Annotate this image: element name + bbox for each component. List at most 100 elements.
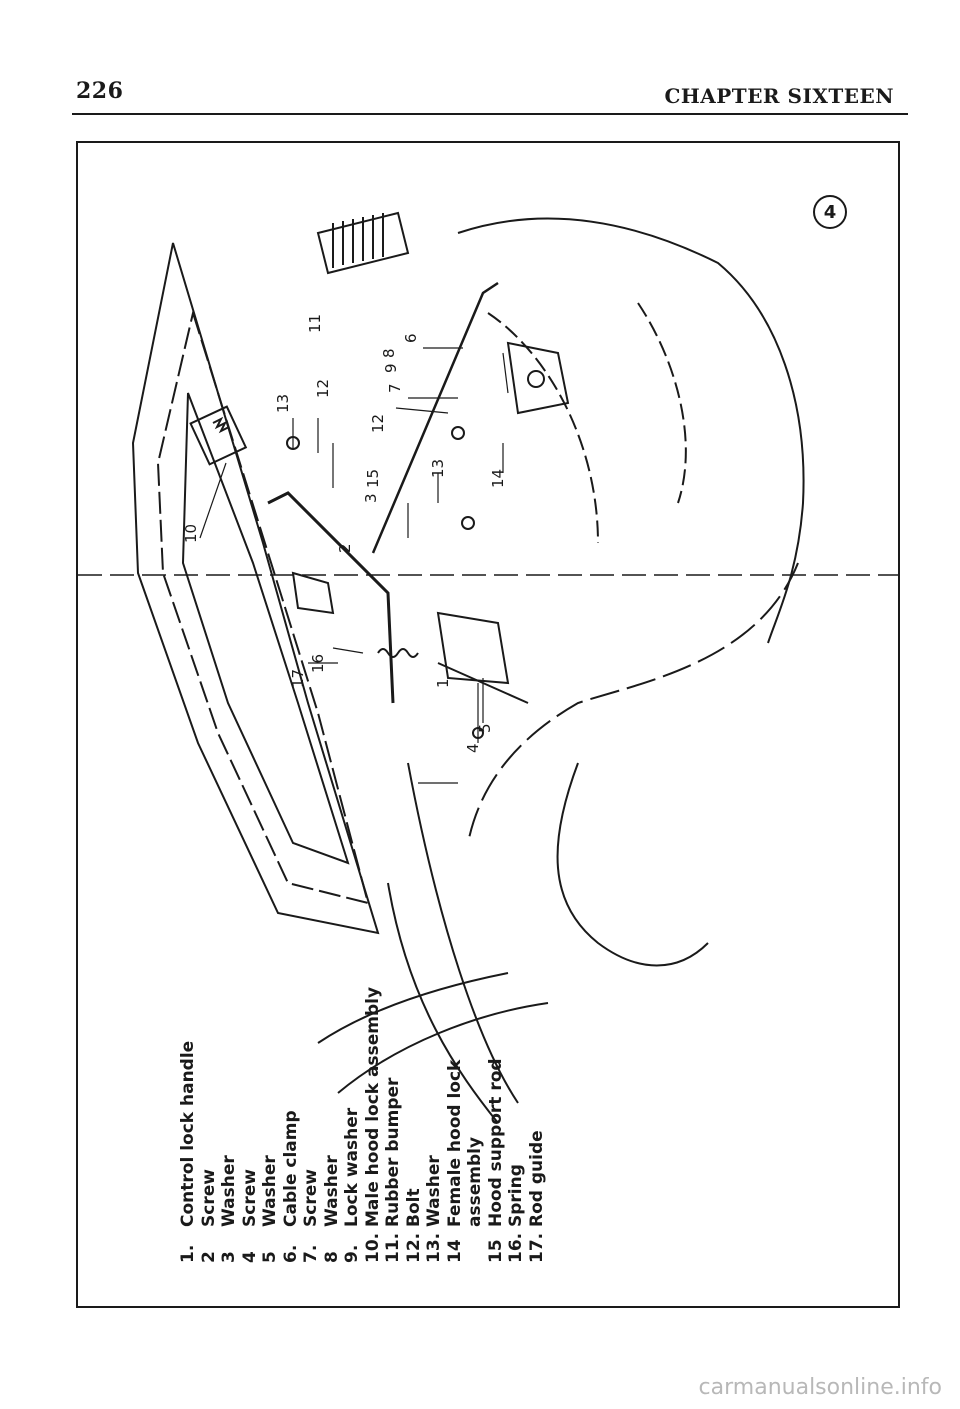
callout-number: 3	[362, 493, 380, 503]
legend-item-label: Washer	[260, 1155, 280, 1227]
legend-item-label: Screw	[198, 1169, 219, 1227]
legend-item: 8 Washer	[322, 663, 343, 1263]
legend-item-number: 17.	[526, 1232, 547, 1263]
legend-item-label: Control lock handle	[178, 1040, 198, 1227]
bolt-head-3	[461, 516, 475, 530]
callout-number: 11	[306, 314, 324, 333]
body-line-1	[387, 882, 499, 1124]
legend-item: 5 Washer	[260, 663, 281, 1263]
control-handle-grip	[332, 213, 384, 268]
legend-item-number: 2	[198, 1251, 219, 1263]
fender-curve	[467, 562, 799, 844]
legend-item-label: Washer	[219, 1155, 239, 1227]
legend-item-number: 6.	[280, 1244, 301, 1263]
cowl-line	[487, 312, 599, 544]
legend-item-label: Male hood lock assembly	[362, 986, 383, 1227]
watermark: carmanualsonline.info	[698, 1375, 942, 1400]
legend-item-label: Female hood lock	[444, 1059, 465, 1227]
legend-item: 11. Rubber bumper	[383, 663, 404, 1263]
legend-item-number: 3	[219, 1251, 239, 1263]
legend-item: 12. Bolt	[404, 663, 425, 1263]
legend-item-label: Washer	[321, 1155, 342, 1227]
spring-coil	[377, 648, 419, 658]
callout-number: 1	[434, 678, 452, 688]
legend-item: 13. Washer	[424, 663, 445, 1263]
legend-item-label: Lock washer	[342, 1107, 362, 1227]
legend-item-number: 11.	[383, 1232, 403, 1263]
callout-number: 8	[380, 348, 398, 358]
chapter-title: CHAPTER SIXTEEN	[664, 84, 894, 108]
legend-item-label: Screw	[301, 1169, 321, 1227]
female-lock-hole	[527, 370, 545, 388]
legend-item-number: 1.	[178, 1244, 198, 1263]
wheel-arch	[556, 762, 709, 967]
callout-number: 5	[476, 723, 494, 733]
callout-number: 15	[364, 469, 382, 488]
legend-item: 14 Female hood lock	[445, 663, 466, 1263]
legend-item-label: Hood support rod	[485, 1058, 506, 1227]
male-lock-body	[189, 405, 248, 466]
legend-item-number: 15	[485, 1239, 506, 1263]
page-number: 226	[76, 78, 124, 104]
figure-number-badge: 4	[813, 195, 847, 229]
callout-number: 14	[489, 469, 507, 488]
legend-item: 16.Spring	[506, 663, 527, 1263]
legend-item-label: Screw	[239, 1169, 260, 1227]
callout-number: 7	[386, 383, 404, 393]
legend-item: 17. Rod guide	[527, 663, 548, 1263]
legend-item: 15 Hood support rod	[486, 663, 507, 1263]
legend-item-number: 8	[321, 1251, 342, 1263]
callout-number: 12	[369, 414, 387, 433]
legend-item: 10. Male hood lock assembly	[363, 663, 384, 1263]
body-line-3	[317, 972, 509, 1044]
control-handle	[316, 211, 410, 275]
callout-number: 10	[182, 524, 200, 543]
legend-item-label: Washer	[424, 1155, 444, 1227]
legend-item-number: 13.	[424, 1232, 444, 1263]
hood-inner-panel-2	[181, 392, 350, 865]
legend-item-label: assembly	[465, 1136, 485, 1227]
header-rule	[72, 113, 908, 115]
legend-item-number: 14	[444, 1239, 465, 1263]
body-line-2	[407, 762, 519, 1104]
legend-item-label: Spring	[506, 1164, 526, 1227]
body-line-4	[337, 1002, 549, 1094]
hood-outline	[131, 242, 380, 935]
female-lock-plate	[506, 341, 570, 415]
legend-item-number: 12.	[403, 1232, 424, 1263]
callout-number: 2	[336, 543, 354, 553]
bolt-head-2	[451, 426, 465, 440]
callout-number: 4	[464, 743, 482, 753]
legend-item-label: Rod guide	[526, 1130, 547, 1227]
legend-item-label: Bolt	[403, 1188, 424, 1227]
legend-item: 6. Cable clamp	[281, 663, 302, 1263]
rod-guide	[291, 571, 335, 615]
hood-inner-panel	[156, 309, 370, 905]
legend-item: assembly	[465, 663, 486, 1263]
cowl-line-2	[637, 302, 687, 504]
legend-item-label: Rubber bumper	[383, 1077, 403, 1227]
callout-number: 17	[289, 669, 307, 688]
legend-item-number: 9.	[342, 1244, 362, 1263]
legend-item: 3 Washer	[219, 663, 240, 1263]
legend-item-number: 5	[260, 1251, 280, 1263]
callout-number: 6	[402, 333, 420, 343]
callout-number: 16	[309, 654, 327, 673]
legend-item: 1. Control lock handle	[178, 663, 199, 1263]
legend-item-label: Cable clamp	[280, 1110, 301, 1227]
legend-item-number: 10.	[362, 1232, 383, 1263]
callout-number: 9	[382, 363, 400, 373]
legend-item: 2 Screw	[199, 663, 220, 1263]
callout-number: 13	[429, 459, 447, 478]
legend-item-number: 4	[239, 1251, 260, 1263]
legend-item-number	[465, 1227, 486, 1263]
legend-item: 9. Lock washer	[342, 663, 363, 1263]
support-rod	[267, 491, 395, 704]
legend-item: 7. Screw	[301, 663, 322, 1263]
legend-item-number: 7.	[301, 1244, 321, 1263]
hinge-bracket	[436, 611, 510, 685]
